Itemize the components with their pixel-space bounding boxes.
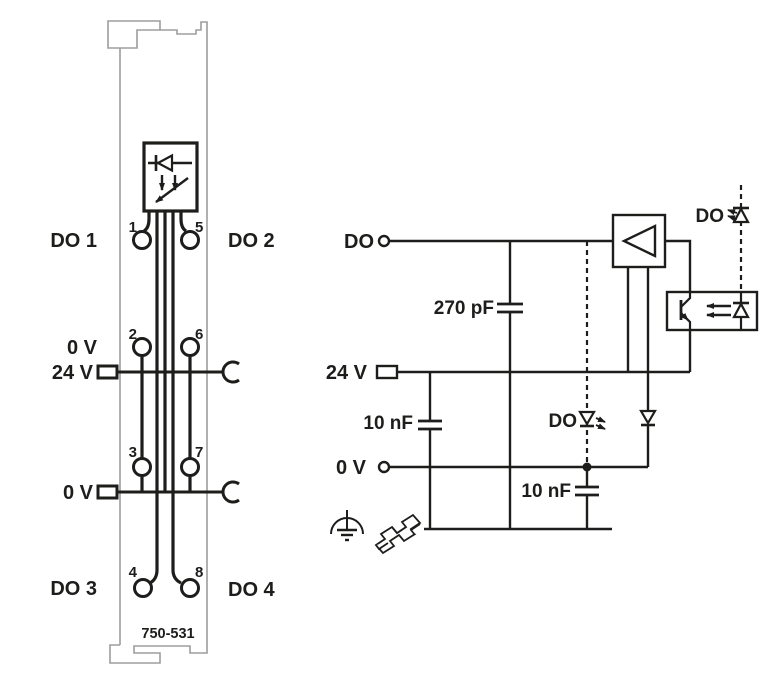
v0-rail <box>96 480 240 504</box>
label-do1: DO 1 <box>50 230 97 252</box>
led-do-top-icon <box>727 206 750 224</box>
v24-rail <box>96 360 240 384</box>
label-led-do-top: DO <box>696 206 725 227</box>
capacitor-270pf-icon <box>497 241 523 529</box>
wire-do1 <box>143 211 151 233</box>
amplifier-connections <box>626 239 692 372</box>
module-wires <box>140 211 192 585</box>
v0-terminal <box>377 460 391 474</box>
amplifier-icon <box>611 213 667 269</box>
label-v0-upper: 0 V <box>67 337 98 359</box>
circuit-schematic: DO 270 pF 24 V 10 nF DO 0 V 10 nF DO <box>326 185 759 555</box>
terminal-number-7: 7 <box>195 444 203 461</box>
led-do-mid-icon <box>578 410 606 430</box>
din-rail-icon <box>374 513 422 555</box>
terminal-number-1: 1 <box>129 219 137 236</box>
terminal-circles <box>132 230 200 598</box>
amp-output <box>665 239 692 292</box>
terminal-number-6: 6 <box>195 326 203 343</box>
power-jumper-contact-icon <box>221 480 240 504</box>
label-do3: DO 3 <box>50 578 97 600</box>
optocoupler-icon <box>665 290 759 332</box>
label-10nf-left: 10 nF <box>363 413 413 434</box>
label-10nf-right: 10 nF <box>521 481 571 502</box>
power-feed-contact-icon <box>96 364 119 380</box>
terminal-6 <box>180 337 200 357</box>
earth-ground-icon <box>330 510 364 542</box>
terminal-7 <box>180 457 200 477</box>
module-housing-outline <box>107 20 208 664</box>
power-jumper-contact-icon <box>221 360 240 384</box>
terminal-3 <box>132 457 152 477</box>
do-terminal <box>377 234 391 248</box>
label-v24: 24 V <box>52 362 94 384</box>
terminal-4 <box>133 578 153 598</box>
part-number: 750-531 <box>141 626 194 642</box>
terminal-number-8: 8 <box>195 564 203 581</box>
wire-do4 <box>171 211 182 585</box>
module-drawing: 1 5 2 6 3 7 4 8 DO 1 DO 2 0 V 24 V 0 V D… <box>50 20 276 664</box>
terminal-8 <box>180 578 200 598</box>
label-270pf: 270 pF <box>434 298 494 319</box>
label-v0: 0 V <box>336 457 367 479</box>
terminal-number-4: 4 <box>129 564 138 581</box>
led-indicator-icon <box>142 141 199 213</box>
capacitor-10nf-left-icon <box>418 372 442 529</box>
wire-do3 <box>149 211 159 585</box>
label-do4: DO 4 <box>228 579 276 601</box>
v24-terminal <box>375 364 399 380</box>
terminal-5 <box>180 230 200 250</box>
terminal-number-5: 5 <box>195 219 203 236</box>
diode-icon <box>639 372 657 467</box>
label-led-do-mid: DO <box>549 411 578 432</box>
terminal-number-2: 2 <box>129 326 137 343</box>
label-v0-lower: 0 V <box>63 482 94 504</box>
terminal-2 <box>132 337 152 357</box>
capacitor-10nf-right-icon <box>575 467 599 529</box>
terminal-1 <box>132 230 152 250</box>
wire-do2 <box>179 211 187 233</box>
label-do2: DO 2 <box>228 230 275 252</box>
power-feed-contact-icon <box>96 484 119 500</box>
terminal-number-3: 3 <box>129 444 137 461</box>
label-do-input: DO <box>344 231 374 253</box>
label-v24: 24 V <box>326 362 368 384</box>
